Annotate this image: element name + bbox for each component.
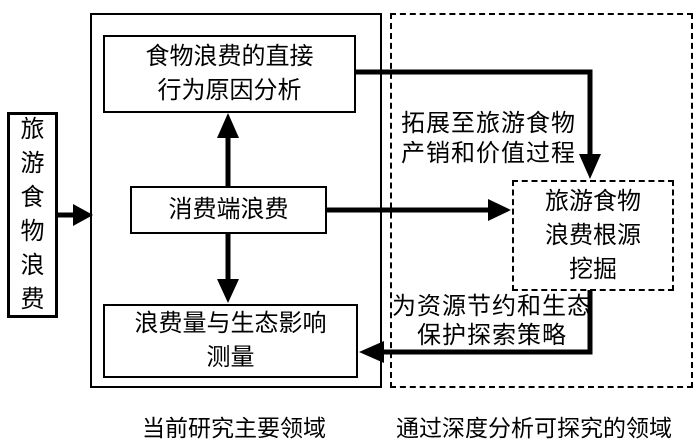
waste-root-mining-box: 旅游食物 浪费根源 挖掘: [512, 180, 674, 291]
consumption-waste-box: 消费端浪费: [130, 186, 327, 234]
annotation-extend-to-tourism: 拓展至旅游食物 产销和价值过程: [401, 111, 576, 167]
annotation-resource-strategy: 为资源节约和生态 保护探索策略: [392, 294, 592, 349]
current-research-container: [90, 13, 382, 388]
caption-deep-analysis: 通过深度分析可探究的领域: [396, 416, 672, 441]
eco-impact-measure-box: 浪费量与生态影响 测量: [103, 304, 358, 378]
source-box: 旅游食物浪费: [7, 112, 58, 318]
caption-current-research: 当前研究主要领域: [142, 416, 326, 441]
behavior-cause-box: 食物浪费的直接 行为原因分析: [103, 35, 356, 113]
deep-analysis-container: [390, 13, 693, 388]
source-box-label: 旅游食物浪费: [20, 117, 45, 313]
arrow-source-to-container: [58, 204, 93, 226]
